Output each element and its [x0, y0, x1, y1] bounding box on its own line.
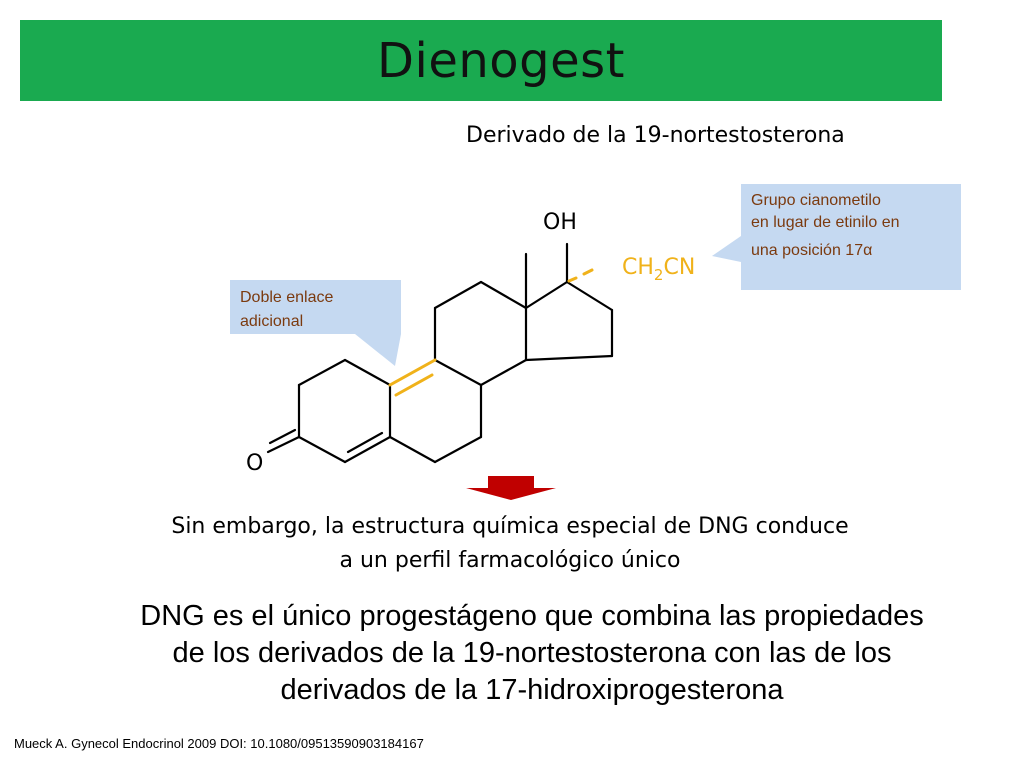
- down-arrow-icon: [466, 476, 556, 500]
- statement-line1: Sin embargo, la estructura química espec…: [171, 514, 849, 539]
- callout-cyanomethyl-pointer: [712, 236, 741, 262]
- statement-line2: a un perfil farmacológico único: [339, 548, 681, 573]
- callout-cyanomethyl: Grupo cianometilo en lugar de etinilo en…: [741, 184, 961, 290]
- conclusion: DNG es el único progestágeno que combina…: [60, 598, 1004, 709]
- callout-double-bond: Doble enlace adicional: [230, 280, 401, 334]
- conclusion-line1: DNG es el único progestágeno que combina…: [140, 600, 924, 632]
- slide-subtitle: Derivado de la 19-nortestosterona: [466, 123, 845, 148]
- callout-double-bond-pointer: [355, 334, 401, 366]
- cyanomethyl-label-tail: CN: [663, 255, 695, 280]
- title-bar: Dienogest: [20, 20, 942, 101]
- conclusion-line3: derivados de la 17-hidroxiprogesterona: [280, 674, 784, 706]
- conclusion-line2: de los derivados de la 19-nortestosteron…: [172, 637, 892, 669]
- skeleton-bonds: [266, 242, 614, 464]
- additional-double-bond: [388, 358, 437, 397]
- callout-cyanomethyl-line2: en lugar de etinilo en: [751, 214, 900, 231]
- cyanomethyl-bond: [567, 268, 594, 283]
- callout-double-bond-line2: adicional: [240, 313, 304, 330]
- callout-cyanomethyl-line3: una posición 17α: [751, 242, 873, 259]
- oh-label: OH: [543, 210, 577, 235]
- callout-double-bond-line1: Doble enlace: [240, 289, 334, 306]
- callout-cyanomethyl-line1: Grupo cianometilo: [751, 192, 881, 209]
- statement: Sin embargo, la estructura química espec…: [100, 510, 920, 578]
- cyanomethyl-label: CH2CN: [622, 255, 695, 284]
- reference-citation: Mueck A. Gynecol Endocrinol 2009 DOI: 10…: [14, 736, 424, 751]
- cyanomethyl-label-subscript: 2: [654, 266, 664, 284]
- slide-title: Dienogest: [377, 32, 625, 89]
- cyanomethyl-label-main: CH: [622, 255, 654, 280]
- ketone-oxygen-label: O: [246, 451, 263, 476]
